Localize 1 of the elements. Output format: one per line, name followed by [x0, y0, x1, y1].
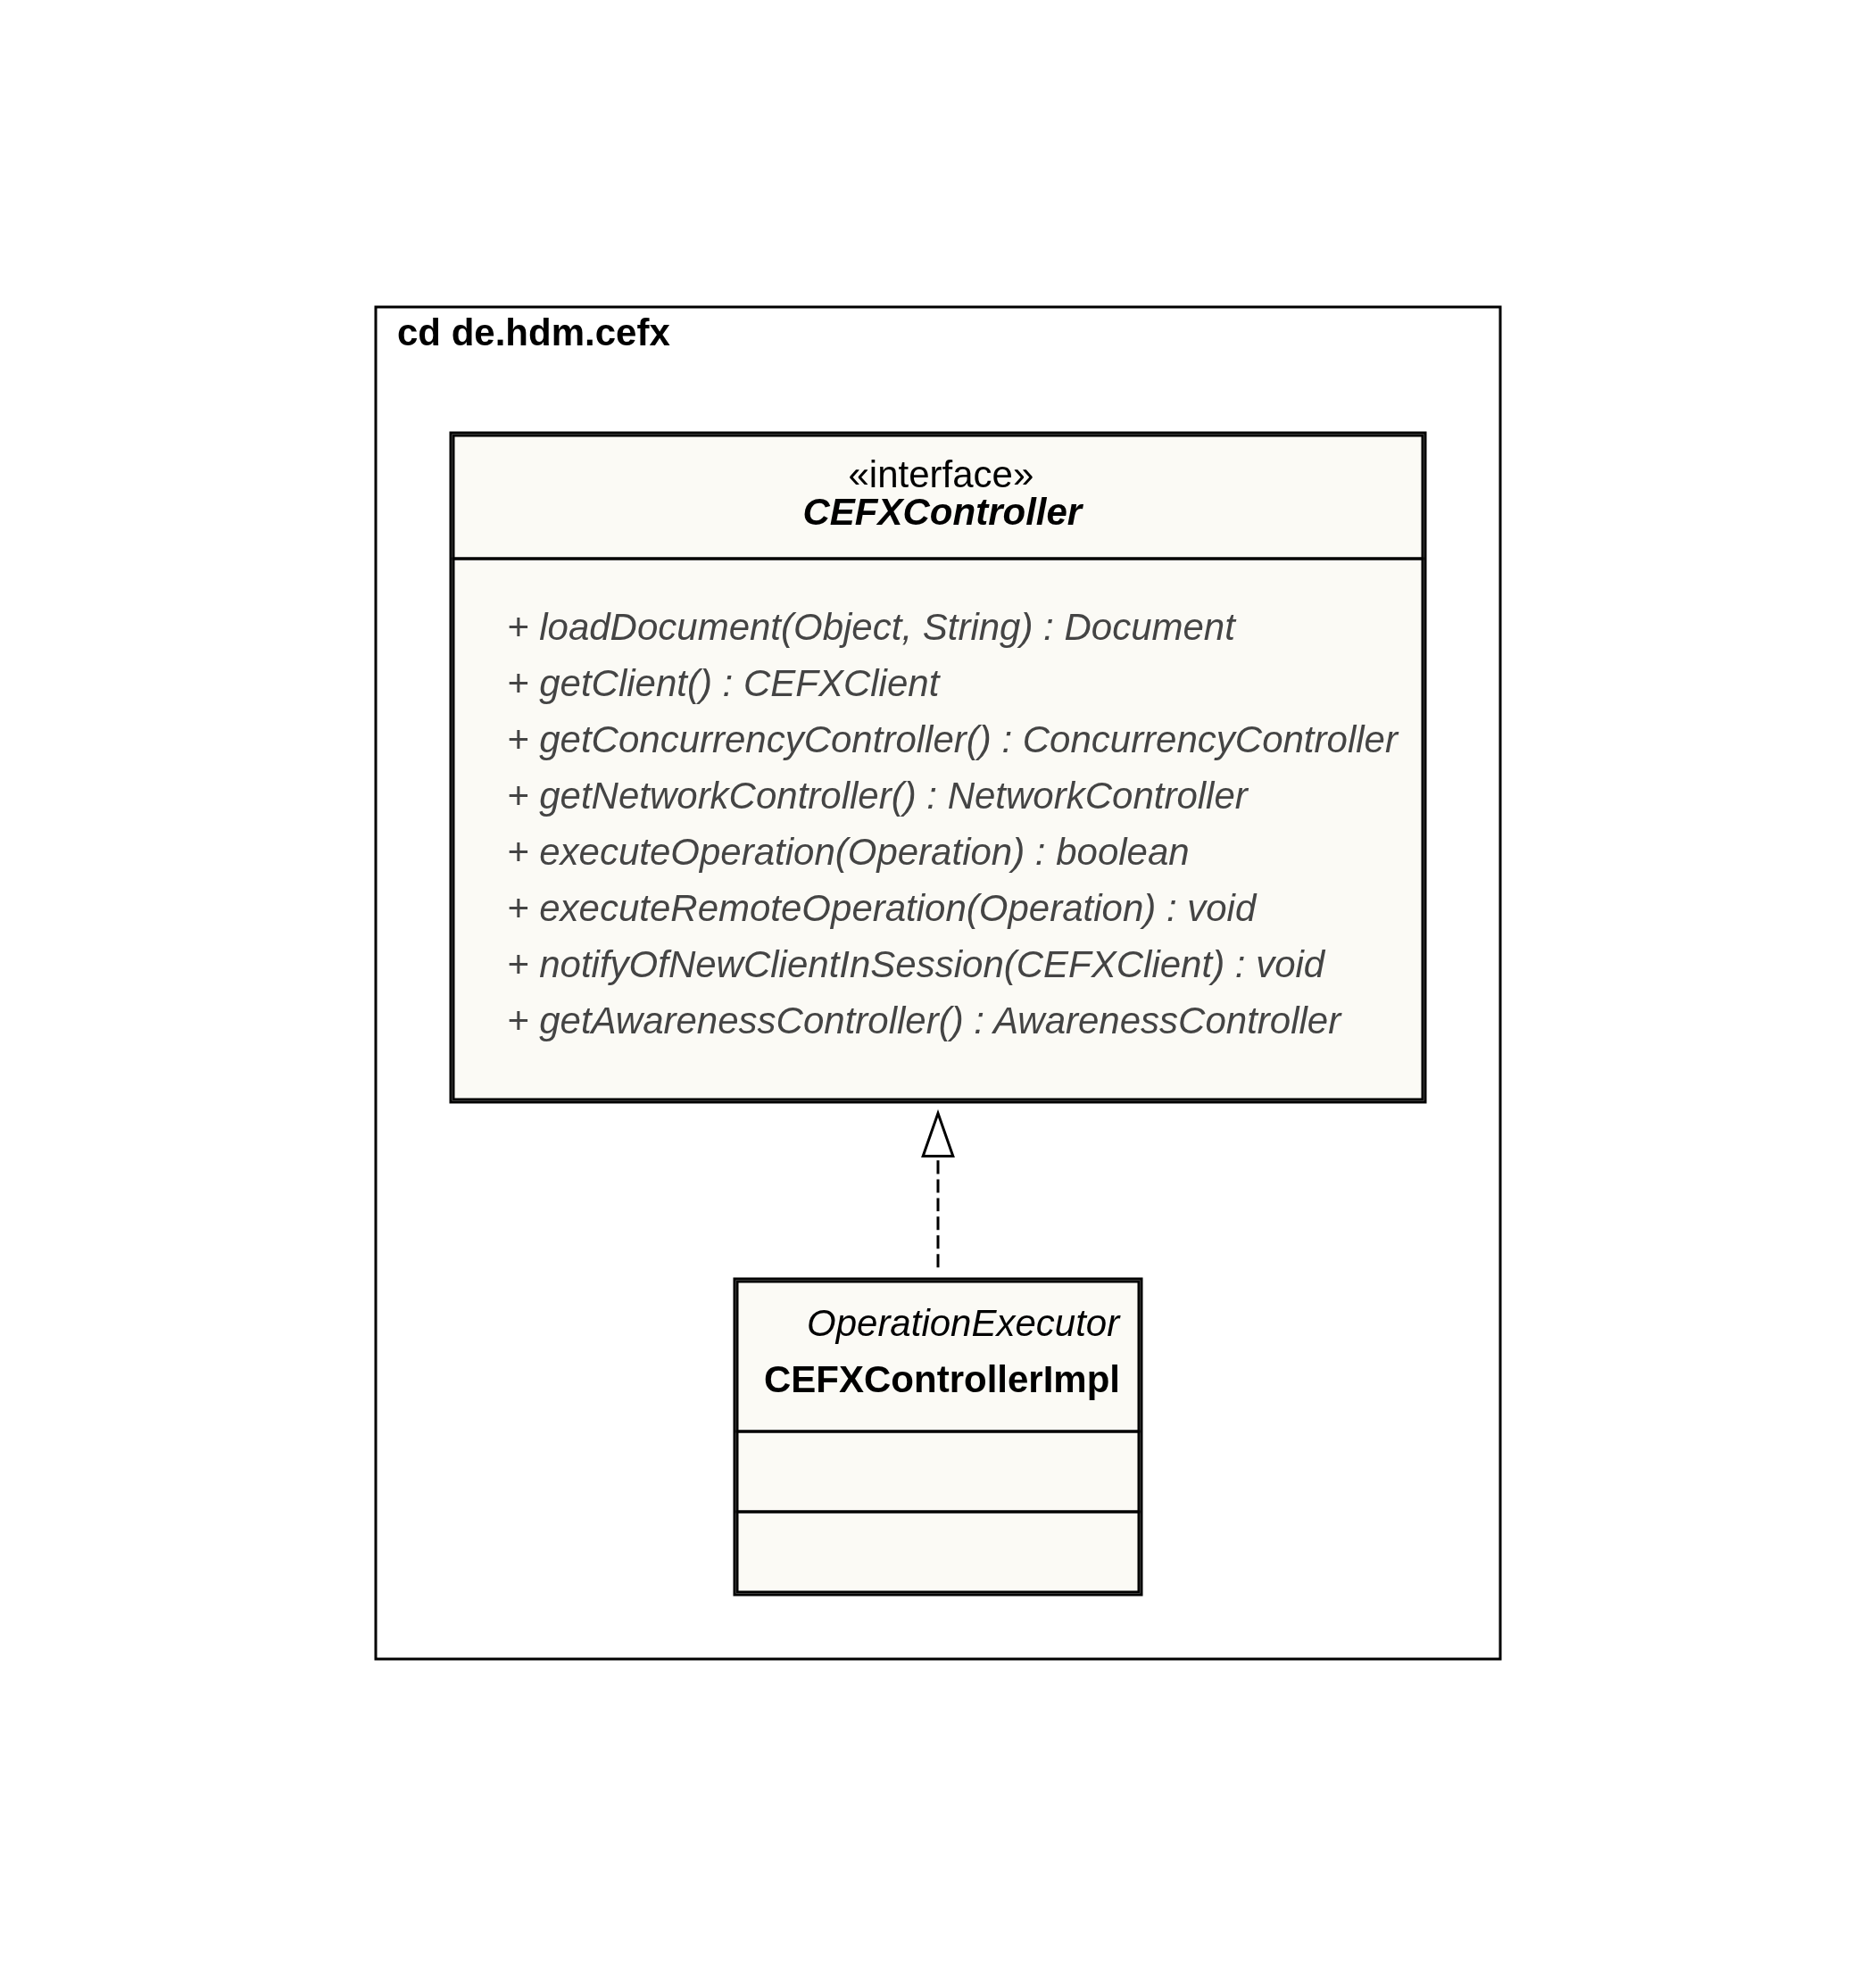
arrow	[921, 1108, 955, 1268]
